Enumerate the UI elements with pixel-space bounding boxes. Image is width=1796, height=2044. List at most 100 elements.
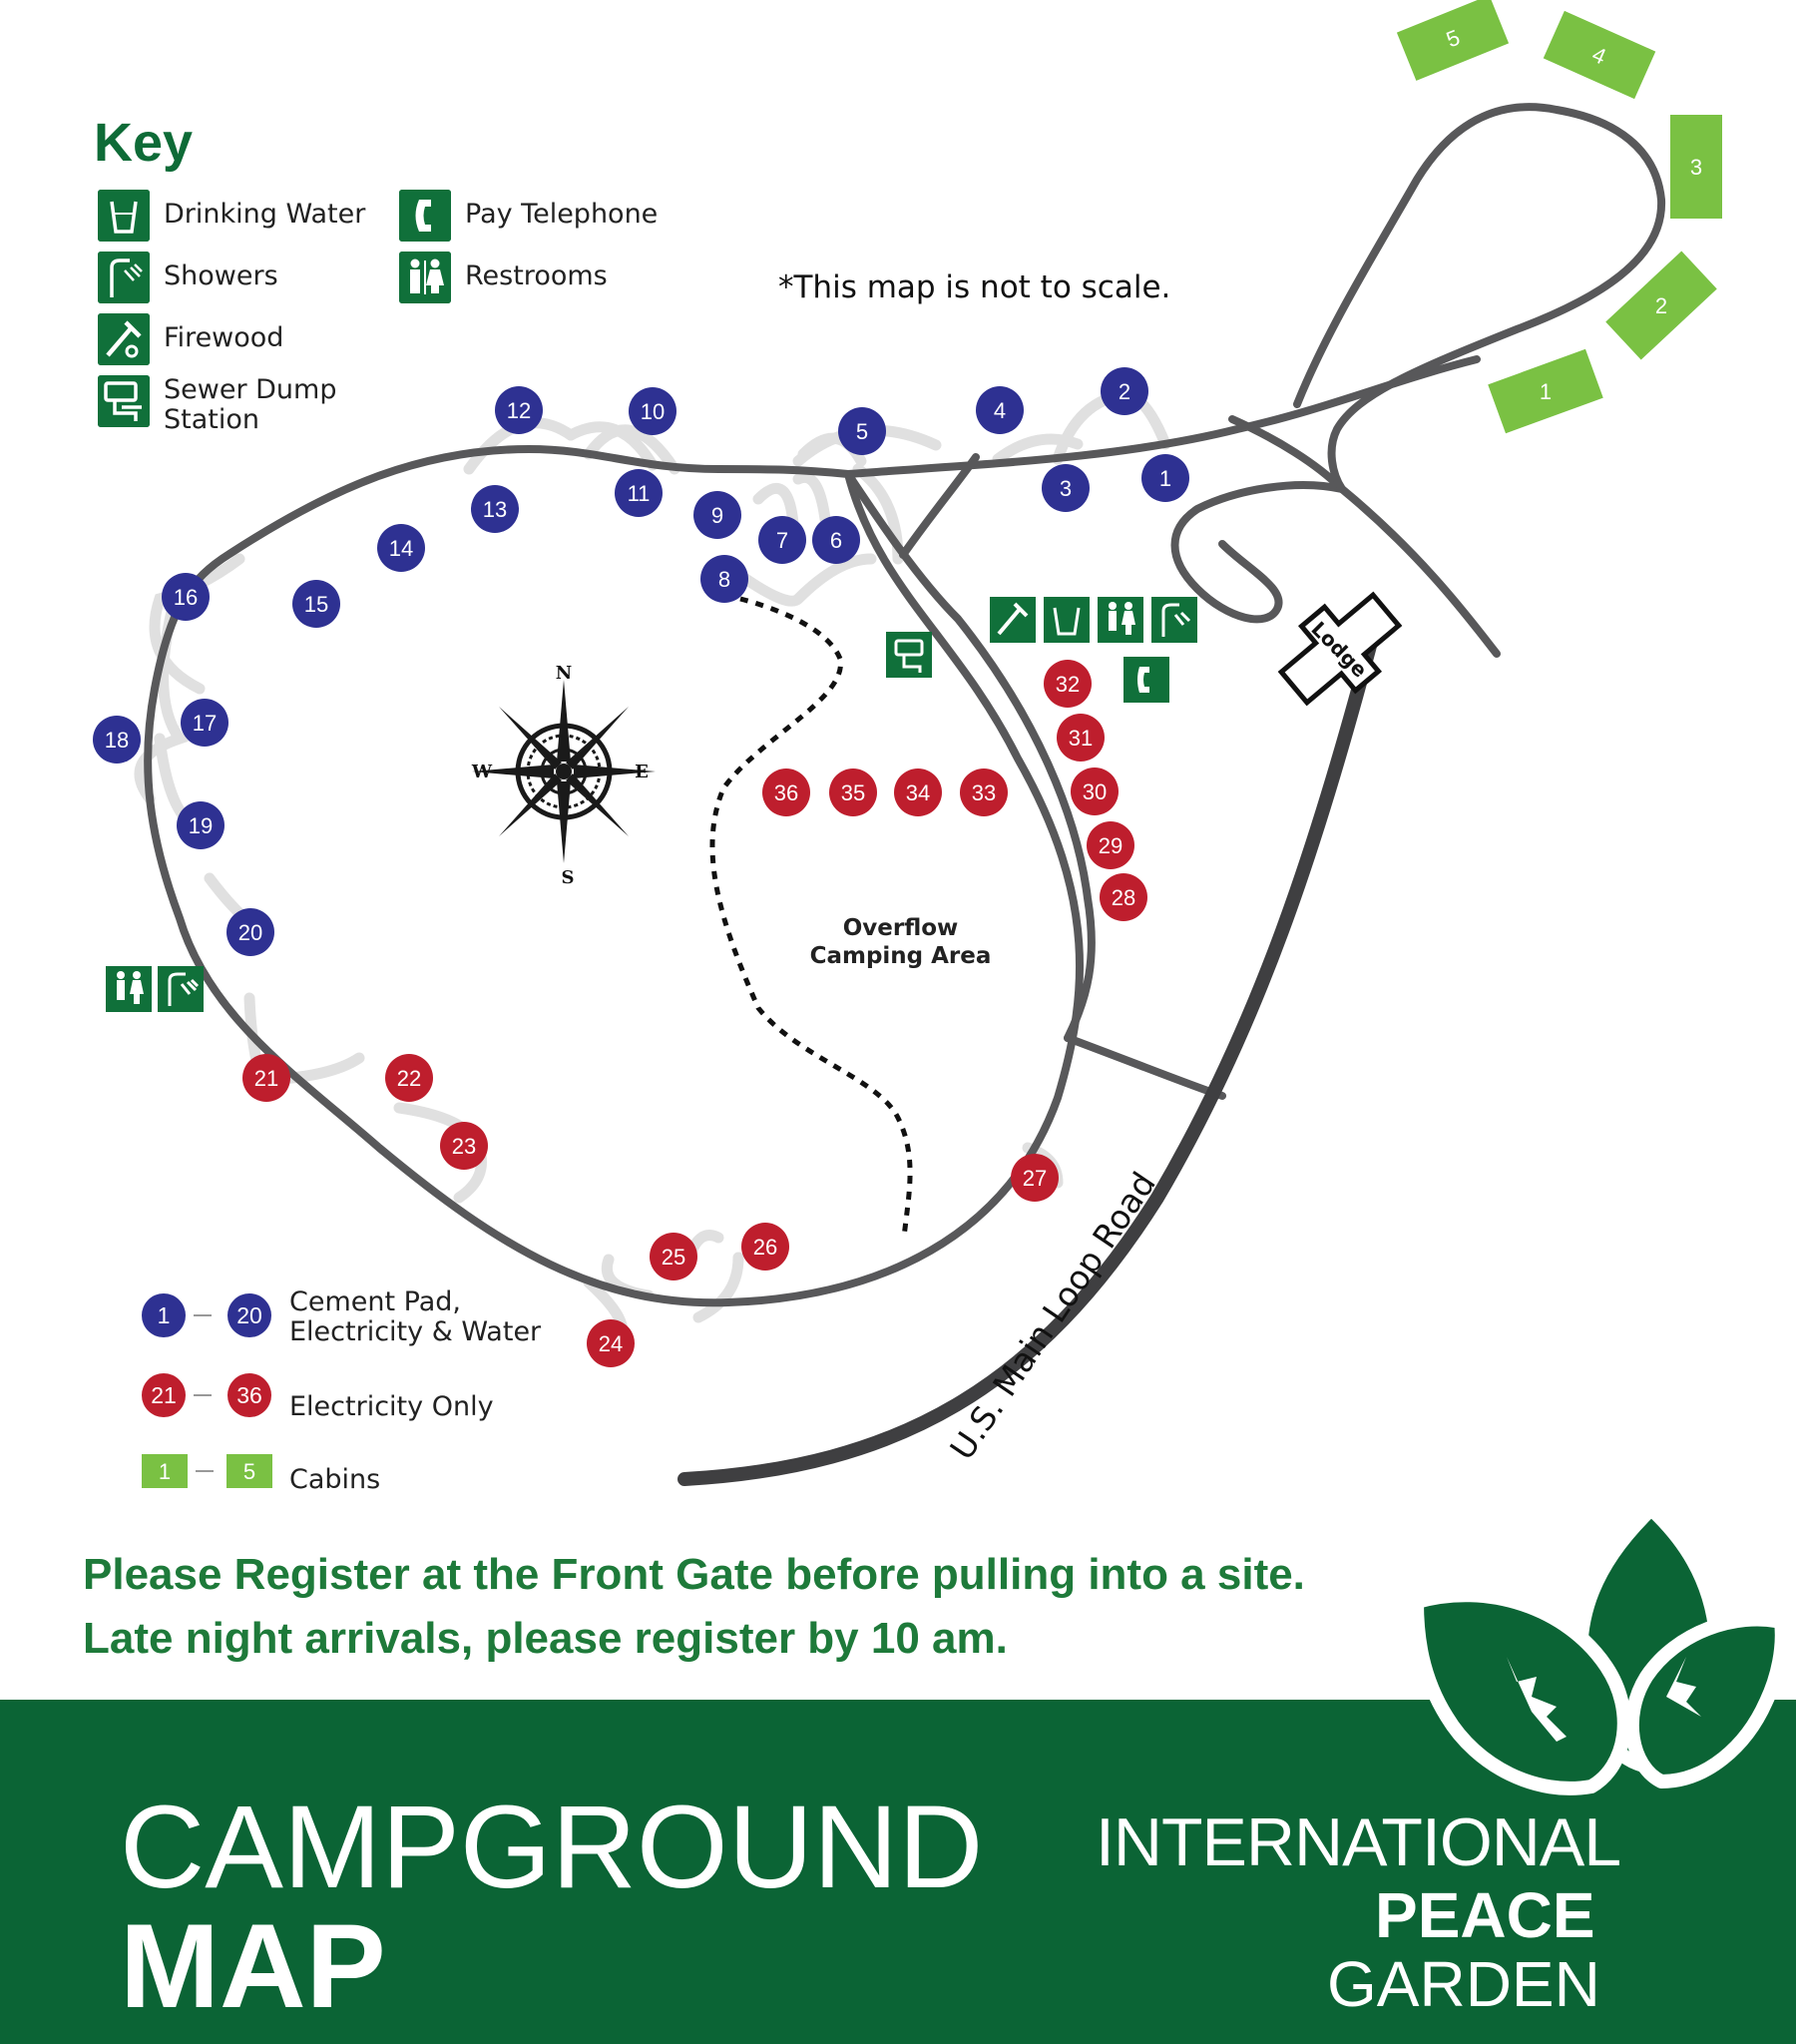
cement-pad-site-15[interactable]: 15 [292,580,340,628]
electricity-site-30[interactable]: 30 [1071,767,1119,815]
overflow-label-line1: Overflow [842,915,959,941]
legend-cement-pad-from: 1 [158,1302,171,1328]
pay-telephone-icon [399,190,451,242]
cement-pad-site-20[interactable]: 20 [226,908,274,956]
site-marker [615,469,663,517]
site-marker [377,524,425,572]
lodge[interactable]: Lodge [1267,578,1413,719]
cement-pad-site-2[interactable]: 2 [1101,367,1148,415]
key-label-drinking-water: Drinking Water [164,199,366,230]
site-number: 22 [397,1066,421,1091]
site-number: 33 [972,780,996,805]
restrooms-icon [106,966,152,1012]
restrooms-icon [1098,597,1143,643]
compass-rose: N S E W [471,663,656,888]
cement-pad-site-5[interactable]: 5 [838,407,886,455]
sewer-dump-station-icon [98,375,150,427]
cement-pad-site-1[interactable]: 1 [1141,454,1189,502]
site-marker [838,407,886,455]
key-item-firewood: Firewood [98,313,403,365]
cabin-3[interactable]: 3 [1670,115,1722,219]
key-label-pay-telephone: Pay Telephone [465,199,659,230]
site-marker [829,768,877,816]
scale-note: *This map is not to scale. [778,269,1171,305]
cabin-2[interactable]: 2 [1605,251,1717,360]
site-marker [1101,367,1148,415]
cabin-1[interactable]: 1 [1488,348,1603,434]
legend-cement-pad-swatches: 1 20 [142,1293,271,1337]
site-number: 10 [641,399,665,424]
map-title: MAP [120,1899,386,2033]
electricity-site-31[interactable]: 31 [1057,714,1105,762]
pay-telephone-icon[interactable] [1123,657,1169,703]
legend-cabins-to: 5 [243,1459,255,1484]
site-number: 7 [776,528,788,553]
cement-pad-site-9[interactable]: 9 [693,491,741,539]
electricity-site-23[interactable]: 23 [440,1122,488,1170]
site-number: 1 [1159,466,1171,491]
site-marker [700,555,748,603]
legend-electricity-from: 21 [151,1382,177,1408]
electricity-site-27[interactable]: 27 [1011,1154,1059,1202]
key-item-showers: Showers [98,252,403,303]
site-marker [1141,454,1189,502]
site-marker [385,1054,433,1102]
site-number: 12 [507,398,531,423]
electricity-site-33[interactable]: 33 [960,768,1008,816]
cabin-4[interactable]: 4 [1543,10,1656,100]
electricity-site-35[interactable]: 35 [829,768,877,816]
cement-pad-site-12[interactable]: 12 [495,386,543,434]
legend-electricity-to: 36 [236,1382,262,1408]
cement-pad-site-7[interactable]: 7 [758,516,806,564]
site-number: 24 [599,1331,623,1356]
cement-pad-site-4[interactable]: 4 [976,386,1024,434]
site-marker [1042,464,1090,512]
cement-pad-site-18[interactable]: 18 [93,716,141,764]
site-number: 34 [906,780,930,805]
register-notice-line2: Late night arrivals, please register by … [83,1614,1008,1663]
campground-map: 5 4 3 2 1 Lodge U.S. Main Loop Road [93,0,1722,1486]
electricity-site-32[interactable]: 32 [1044,660,1092,708]
compass-e: E [635,762,649,782]
site-marker [242,1054,290,1102]
cement-pad-site-11[interactable]: 11 [615,469,663,517]
cement-pad-site-19[interactable]: 19 [177,801,224,849]
cabin-5[interactable]: 5 [1396,0,1510,81]
site-number: 30 [1083,779,1107,804]
cement-pad-site-6[interactable]: 6 [812,516,860,564]
electricity-site-25[interactable]: 25 [650,1233,697,1280]
key-item-pay-telephone: Pay Telephone [399,190,704,242]
site-number: 4 [994,398,1006,423]
cement-pad-site-14[interactable]: 14 [377,524,425,572]
site-marker [960,768,1008,816]
electricity-site-36[interactable]: 36 [762,768,810,816]
cement-pad-site-8[interactable]: 8 [700,555,748,603]
electricity-site-28[interactable]: 28 [1100,873,1147,921]
overflow-camping-area-label: Overflow Camping Area [798,914,1003,970]
site-number: 5 [856,419,868,444]
site-number: 17 [193,711,217,736]
showers-icon [98,252,150,303]
site-number: 20 [238,920,262,945]
site-marker [1100,873,1147,921]
site-marker [177,801,224,849]
site-marker [758,516,806,564]
site-marker [741,1223,789,1271]
electricity-site-26[interactable]: 26 [741,1223,789,1271]
electricity-site-21[interactable]: 21 [242,1054,290,1102]
cement-pad-site-3[interactable]: 3 [1042,464,1090,512]
cement-pad-site-16[interactable]: 16 [162,573,210,621]
cement-pad-site-10[interactable]: 10 [629,387,676,435]
drinking-water-icon [98,190,150,242]
electricity-site-34[interactable]: 34 [894,768,942,816]
electricity-site-29[interactable]: 29 [1087,821,1134,869]
firewood-icon [98,313,150,365]
site-marker [762,768,810,816]
electricity-site-22[interactable]: 22 [385,1054,433,1102]
cement-pad-site-13[interactable]: 13 [471,485,519,533]
org-name-line2: PEACE [1375,1879,1595,1951]
legend-cabins-from: 1 [159,1459,171,1484]
electricity-site-24[interactable]: 24 [587,1319,635,1367]
cement-pad-site-17[interactable]: 17 [181,699,228,747]
site-spur-paths [134,388,1171,1351]
